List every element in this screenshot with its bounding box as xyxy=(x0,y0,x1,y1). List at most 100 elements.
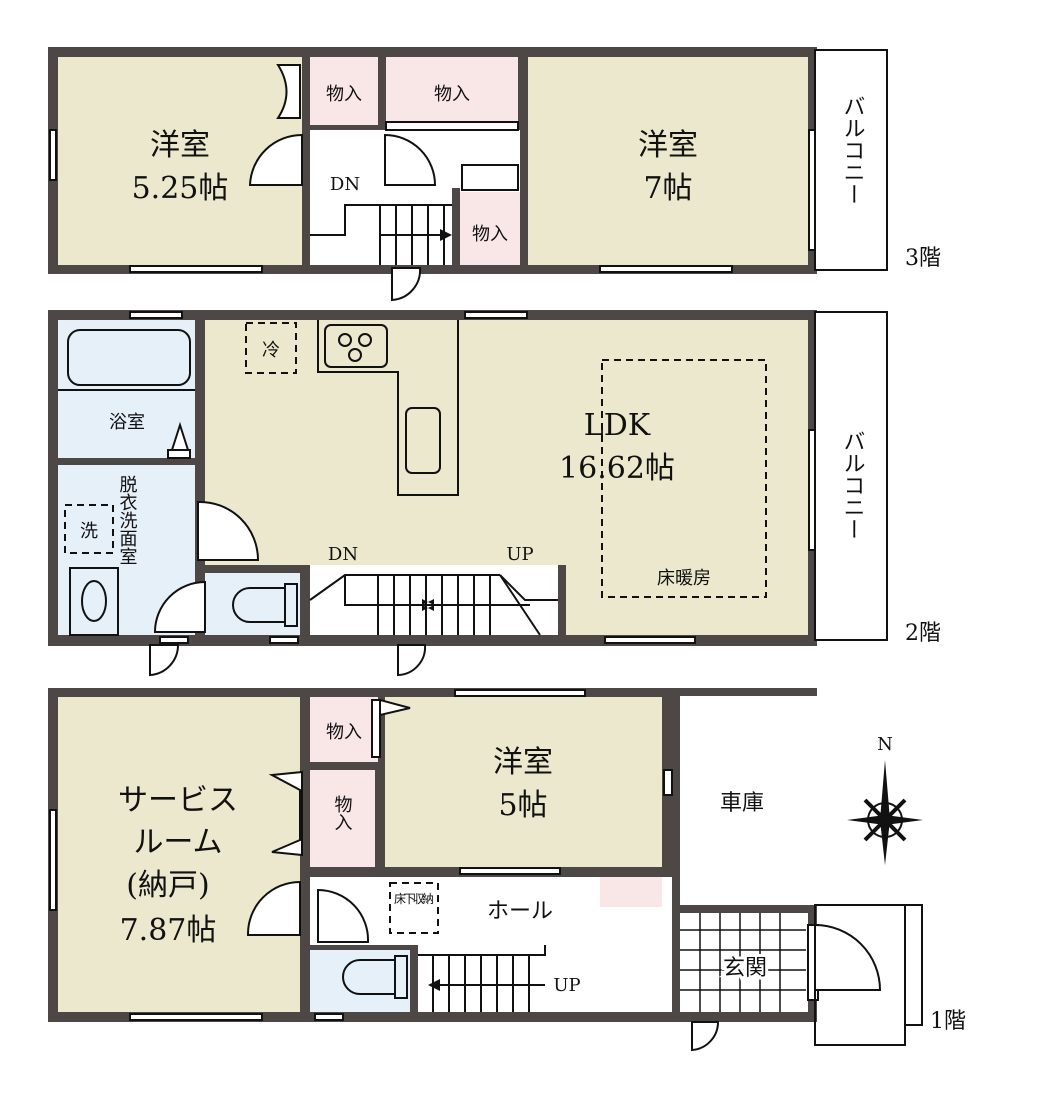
door-3f-b[interactable] xyxy=(384,133,437,186)
room-size: 5.25帖 xyxy=(132,171,229,206)
window xyxy=(49,129,57,181)
door-toilet-1f[interactable] xyxy=(317,888,370,943)
window xyxy=(269,636,299,644)
fridge-space xyxy=(245,322,297,374)
room-western-7 xyxy=(528,57,808,265)
entrance-tiles xyxy=(680,913,806,1012)
room-size: 5帖 xyxy=(498,788,547,823)
storage-3f-2 xyxy=(386,57,518,122)
closet-door-1f[interactable] xyxy=(371,699,411,758)
storage-3f-3 xyxy=(460,192,520,265)
balcony-label: バルコニー xyxy=(840,95,865,205)
room-label: 玄関 xyxy=(723,956,767,981)
wall xyxy=(452,188,460,265)
window xyxy=(464,311,528,319)
window xyxy=(599,265,733,273)
closet-door-3f-2[interactable] xyxy=(461,164,519,191)
underfloor-storage xyxy=(389,882,439,934)
washer-label: 洗 xyxy=(80,521,98,542)
storage-label: 物入 xyxy=(472,224,508,245)
room-ldk-lower xyxy=(565,565,808,635)
window xyxy=(159,636,189,644)
wall xyxy=(680,688,817,696)
room-label: 浴室 xyxy=(109,412,145,433)
stairs-1f-lines xyxy=(418,945,546,1012)
bathtub xyxy=(67,329,191,386)
storage-label: 物入 xyxy=(326,84,362,105)
floor-heating-area xyxy=(601,359,767,598)
stairs-label: DN xyxy=(328,544,358,565)
room-service xyxy=(58,697,300,1012)
room-label: ルーム xyxy=(133,825,222,860)
floor-1: 床下収納 N サービス ルーム (納戸) 7.87帖 洋室 5帖 物入 xyxy=(48,688,966,1052)
floor-label: 3階 xyxy=(905,246,941,271)
toilet-2f xyxy=(232,583,298,627)
window xyxy=(808,129,816,251)
window xyxy=(663,769,673,796)
north-compass-icon xyxy=(847,760,923,865)
room-label: (納戸) xyxy=(126,868,209,903)
floor-label: 2階 xyxy=(905,621,941,646)
door-dressing[interactable] xyxy=(197,500,260,561)
closet-door-3f[interactable] xyxy=(276,64,301,119)
porch xyxy=(814,904,906,1046)
door-2f-out[interactable] xyxy=(149,644,180,677)
door-toilet[interactable] xyxy=(153,580,206,633)
room-label: サービス xyxy=(118,783,238,818)
room-ldk xyxy=(205,320,808,565)
garage xyxy=(680,696,817,905)
stairs-label: DN xyxy=(330,174,360,195)
underfloor-label: 床下収納 xyxy=(394,892,434,906)
room-size: 16.62帖 xyxy=(559,451,675,486)
closet-door-service[interactable] xyxy=(268,770,303,857)
door-3f-a[interactable] xyxy=(248,133,303,186)
storage-1f-1 xyxy=(310,697,378,762)
room-label: 脱衣洗面室 xyxy=(117,475,138,565)
shoe-cabinet xyxy=(600,877,662,907)
door-3f-stairs[interactable] xyxy=(391,267,422,302)
shelf xyxy=(385,121,519,131)
stairs-3f xyxy=(310,204,452,265)
door-2f-stairs[interactable] xyxy=(397,644,427,677)
room-size: 7帖 xyxy=(643,171,692,206)
room-label: ホール xyxy=(487,899,553,924)
door-1f-out[interactable] xyxy=(691,1021,720,1052)
balcony-3f xyxy=(814,49,888,271)
window xyxy=(459,867,561,875)
balcony-2f xyxy=(814,311,888,641)
stairs-1f xyxy=(418,945,672,1012)
washer-space xyxy=(64,504,114,554)
wall xyxy=(300,565,310,635)
room-label: 洋室 xyxy=(150,128,210,163)
wall xyxy=(205,565,305,573)
window xyxy=(604,636,696,644)
sink xyxy=(405,407,441,474)
room-label: LDK xyxy=(584,408,651,443)
window xyxy=(129,265,263,273)
window xyxy=(454,689,586,697)
floor-2: 冷 洗 LDK 16.62帖 床暖房 xyxy=(48,310,941,677)
balcony-label: バルコニー xyxy=(840,430,865,540)
storage-label: 物入 xyxy=(326,722,362,743)
entrance-door[interactable] xyxy=(814,923,882,991)
room-size: 7.87帖 xyxy=(120,913,217,948)
floor-label: 1階 xyxy=(930,1009,966,1034)
toilet-1f xyxy=(342,955,408,999)
window xyxy=(129,1013,263,1021)
window xyxy=(314,1013,344,1021)
north-label: N xyxy=(877,734,893,755)
storage-3f-1 xyxy=(310,57,378,125)
window xyxy=(129,311,183,319)
storage-1f-2 xyxy=(310,770,375,867)
room-label: 車庫 xyxy=(720,791,764,816)
window xyxy=(49,809,57,911)
wall xyxy=(558,565,566,635)
stairs-label: UP xyxy=(506,544,533,565)
storage-label: 物入 xyxy=(434,84,470,105)
floor-heating-label: 床暖房 xyxy=(657,568,711,589)
room-western-5 xyxy=(385,697,662,867)
door-service[interactable] xyxy=(246,880,301,936)
room-label: 洋室 xyxy=(493,745,553,780)
bath-door xyxy=(167,421,191,459)
